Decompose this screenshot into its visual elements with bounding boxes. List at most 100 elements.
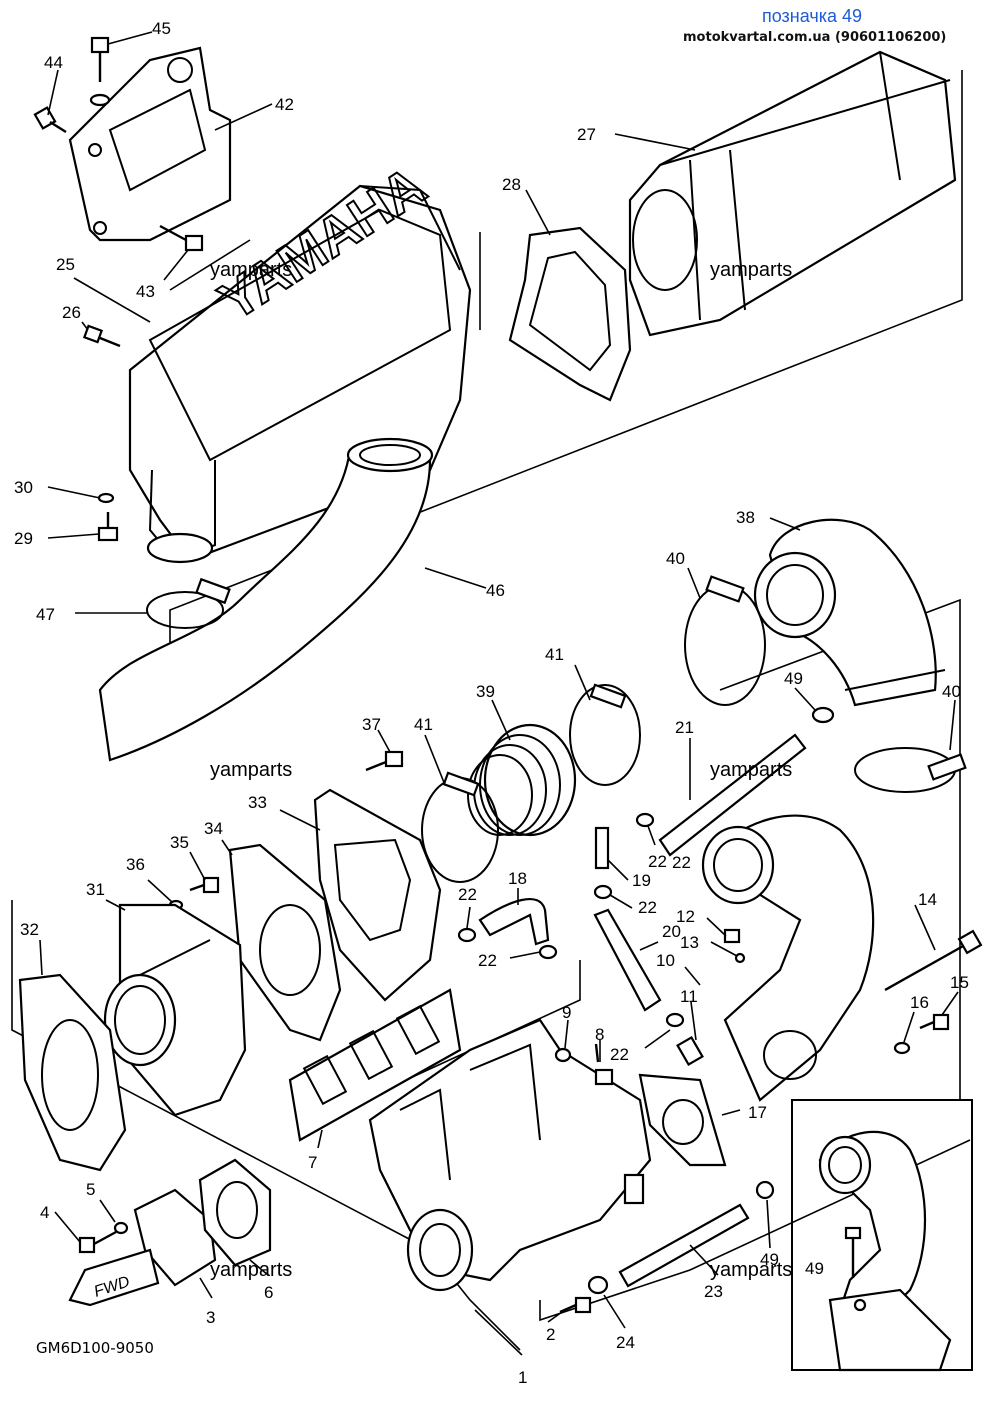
bolt-37: [365, 750, 404, 772]
header-title: позначка 49: [762, 6, 863, 26]
hose-18: [478, 898, 550, 946]
callout-47: 47: [36, 605, 55, 624]
bolt-44: [33, 106, 67, 134]
watermark-text: yamparts: [710, 1259, 792, 1281]
callout-31: 31: [86, 880, 105, 899]
manifold-1: [368, 1018, 652, 1292]
bellows-39: [467, 723, 577, 837]
gasket-34: [228, 843, 342, 1042]
washer-30: [97, 492, 115, 504]
diagram-code: GM6D100-9050: [36, 1339, 154, 1357]
callout-49a: 49: [784, 669, 803, 688]
callout-42: 42: [275, 95, 294, 114]
fitting-19: [594, 826, 610, 870]
callout-4: 4: [40, 1203, 49, 1222]
callout-41b: 41: [414, 715, 433, 734]
callout-35: 35: [170, 833, 189, 852]
watermark-text: yamparts: [710, 759, 792, 781]
clamp-41-left: [421, 771, 499, 883]
callout-37: 37: [362, 715, 381, 734]
bolt-15: [919, 1013, 950, 1031]
callout-26: 26: [62, 303, 81, 322]
callout-22a: 22: [672, 853, 691, 872]
callout-22e: 22: [610, 1045, 629, 1064]
bolt-35: [189, 876, 220, 894]
washer-9: [554, 1047, 572, 1063]
bracket-42: [68, 46, 232, 242]
callout-17: 17: [748, 1103, 767, 1122]
clip-49-upper: [811, 706, 835, 724]
elbow-38: [753, 518, 946, 707]
watermark-text: yamparts: [210, 259, 292, 281]
bolt-26: [82, 324, 121, 348]
watermarks: yamparts yamparts yamparts yamparts yamp…: [210, 259, 792, 1281]
plate-33: [313, 788, 442, 1002]
callout-36: 36: [126, 855, 145, 874]
bolt-29: [97, 512, 119, 542]
leader-lines: [39, 31, 959, 1356]
callout-22d: 22: [478, 951, 497, 970]
callout-29: 29: [14, 529, 33, 548]
callout-28: 28: [502, 175, 521, 194]
callout-10: 10: [656, 951, 675, 970]
callout-3: 3: [206, 1308, 215, 1327]
callout-22f: 22: [648, 852, 667, 871]
callout-38: 38: [736, 508, 755, 527]
callout-33: 33: [248, 793, 267, 812]
callout-45: 45: [152, 19, 171, 38]
clamp-47: [146, 577, 231, 629]
cover-3: [133, 1188, 217, 1287]
callout-16: 16: [910, 993, 929, 1012]
muffler-chamber-27: [628, 50, 957, 337]
callout-21: 21: [675, 718, 694, 737]
pipe-23: [618, 1203, 750, 1288]
callout-32: 32: [20, 920, 39, 939]
callout-30: 30: [14, 478, 33, 497]
callout-12: 12: [676, 907, 695, 926]
watermark-text: yamparts: [210, 759, 292, 781]
bolt-8: [594, 1043, 614, 1086]
callout-18: 18: [508, 869, 527, 888]
callout-22b: 22: [638, 898, 657, 917]
bolt-14: [884, 929, 983, 992]
callout-39: 39: [476, 682, 495, 701]
callout-27: 27: [577, 125, 596, 144]
callout-46: 46: [486, 581, 505, 600]
gasket-17: [638, 1073, 727, 1167]
bolt-4: [78, 1230, 117, 1254]
washer-16: [893, 1041, 911, 1055]
gasket-28: [508, 226, 632, 402]
callout-labels: 1 2 3 4 5 6 7 8 9 10 11 12 13 14 15 16 1…: [14, 19, 969, 1387]
callout-24: 24: [616, 1333, 635, 1352]
fitting-11: [676, 1035, 704, 1067]
callout-8: 8: [595, 1025, 604, 1044]
callout-7: 7: [308, 1153, 317, 1172]
callout-40b: 40: [942, 682, 961, 701]
gasket-32: [18, 973, 127, 1172]
callout-25: 25: [56, 255, 75, 274]
callout-6: 6: [264, 1283, 273, 1302]
header-subtitle: motokvartal.com.ua (90601106200): [683, 30, 947, 45]
callout-22c: 22: [458, 885, 477, 904]
callout-23: 23: [704, 1282, 723, 1301]
callout-19: 19: [632, 871, 651, 890]
hose-20: [593, 908, 662, 1012]
clip-24: [587, 1275, 609, 1295]
bolt-12: [723, 928, 741, 944]
flange-31: [103, 903, 247, 1117]
callout-9: 9: [562, 1003, 571, 1022]
callout-41a: 41: [545, 645, 564, 664]
hose-46: [98, 437, 434, 762]
clip-22-group: [457, 812, 685, 1028]
exhaust-elbow-10: [701, 814, 875, 1102]
gasket-6: [198, 1158, 272, 1267]
bolt-2: [559, 1296, 592, 1314]
pipe-21: [658, 733, 807, 857]
washer-5: [113, 1221, 129, 1235]
gasket-7: [288, 988, 462, 1142]
clamp-40-upper: [684, 575, 766, 706]
clamp-41-right: [569, 683, 641, 786]
bolt-43: [159, 224, 204, 252]
callout-2: 2: [546, 1325, 555, 1344]
